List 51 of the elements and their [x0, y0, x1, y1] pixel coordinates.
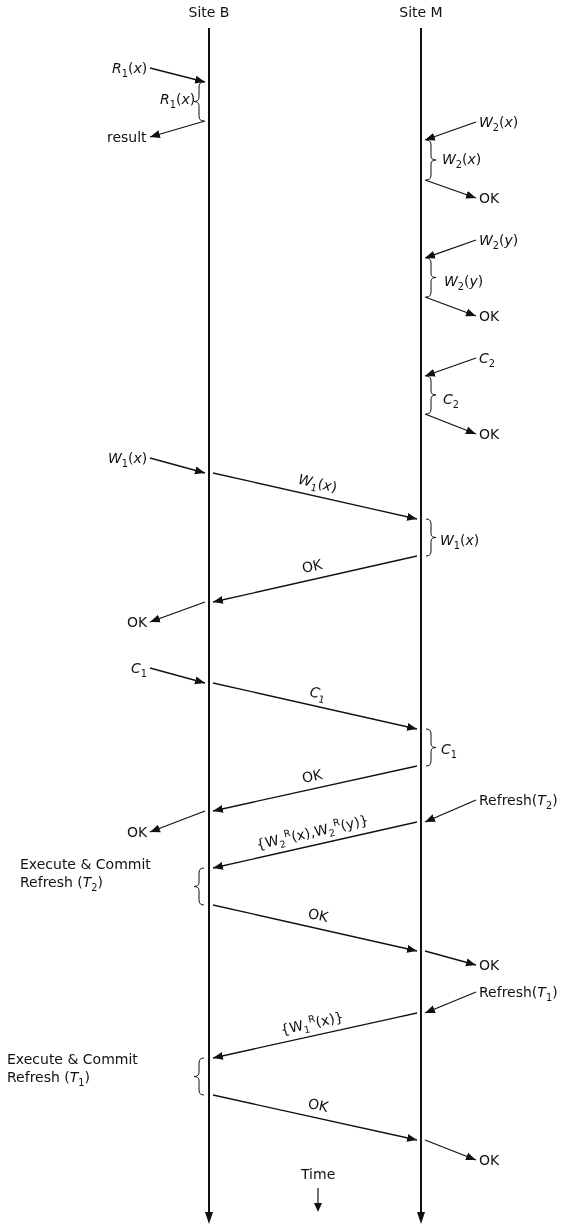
message-arrow	[212, 682, 418, 731]
message-arrow	[424, 121, 477, 141]
message-text: W$_{1}$(x)	[105, 449, 151, 467]
message-text: C$_{1}$	[128, 659, 150, 677]
message-arrow	[149, 667, 206, 685]
message-text: C$_{2}$	[476, 349, 498, 367]
message-text: OK	[124, 613, 151, 631]
message-text: Refresh(T$_{2}$)	[476, 791, 561, 809]
message-text: OK	[476, 307, 503, 325]
message-text: OK	[476, 425, 503, 443]
operation-label: W$_{2}$(x)	[442, 150, 482, 168]
message-arrow	[424, 296, 477, 317]
message-arrow	[149, 67, 206, 84]
operation-label: C$_{2}$	[443, 390, 459, 408]
message-arrow	[424, 1139, 477, 1161]
message-text: OK	[476, 189, 503, 207]
message-arrow	[424, 991, 477, 1014]
message-arrow	[212, 765, 418, 813]
message-arrow	[212, 1012, 418, 1060]
message-arrow	[212, 1094, 418, 1142]
message-text: W$_{2}$(y)	[476, 231, 522, 249]
message-text: OK	[476, 956, 503, 974]
message-arrow	[149, 810, 206, 833]
message-arrow	[149, 457, 206, 475]
message-arrow	[424, 357, 477, 377]
message-arrow	[212, 821, 418, 870]
message-arrow	[424, 413, 477, 435]
message-arrow	[424, 179, 477, 199]
operation-label: C$_{1}$	[441, 740, 457, 758]
message-text: OK	[476, 1151, 503, 1169]
message-arrow	[212, 472, 418, 521]
operation-label: R$_{1}$(x)	[160, 90, 196, 108]
message-text: OK	[124, 823, 151, 841]
message-arrow	[424, 799, 477, 823]
message-text: Refresh(T$_{1}$)	[476, 983, 561, 1001]
operation-label: W$_{1}$(x)	[440, 531, 480, 549]
time-label: Time	[301, 1165, 336, 1183]
message-arrow	[149, 120, 206, 139]
operation-label: W$_{2}$(y)	[444, 272, 484, 290]
message-text: W$_{2}$(x)	[476, 113, 522, 131]
operation-label: Execute & Commit Refresh (T$_{1}$)	[7, 1050, 139, 1086]
message-arrow	[212, 904, 418, 953]
lifeline-heading: Site M	[399, 4, 443, 20]
message-arrow	[149, 601, 206, 623]
message-arrow	[424, 239, 477, 259]
lifeline-heading: Site B	[188, 4, 230, 20]
message-arrow	[424, 950, 477, 967]
message-arrow	[212, 555, 418, 604]
operation-label: Execute & Commit Refresh (T$_{2}$)	[20, 855, 152, 891]
message-text: R$_{1}$(x)	[109, 59, 151, 77]
message-text: result	[104, 128, 150, 146]
